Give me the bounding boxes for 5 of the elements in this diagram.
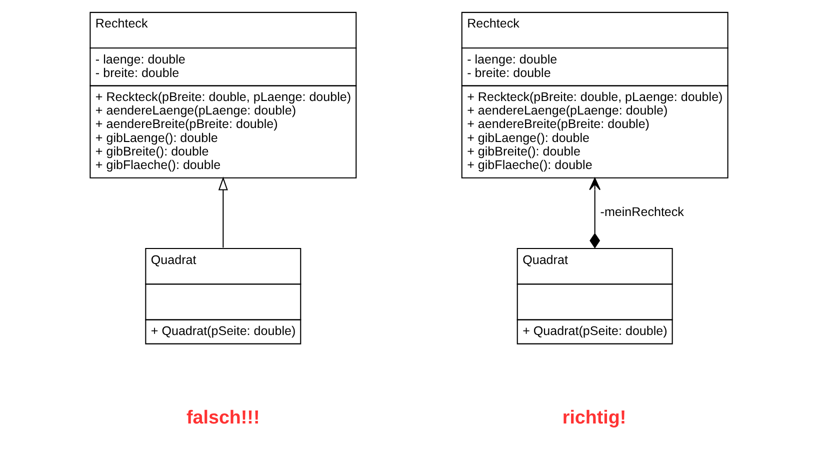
arrow	[588, 178, 600, 249]
label: richtig!	[562, 406, 626, 428]
edge-label: -meinRechteck	[600, 205, 684, 220]
label: falsch!!!	[186, 406, 260, 428]
arrow	[218, 176, 228, 248]
